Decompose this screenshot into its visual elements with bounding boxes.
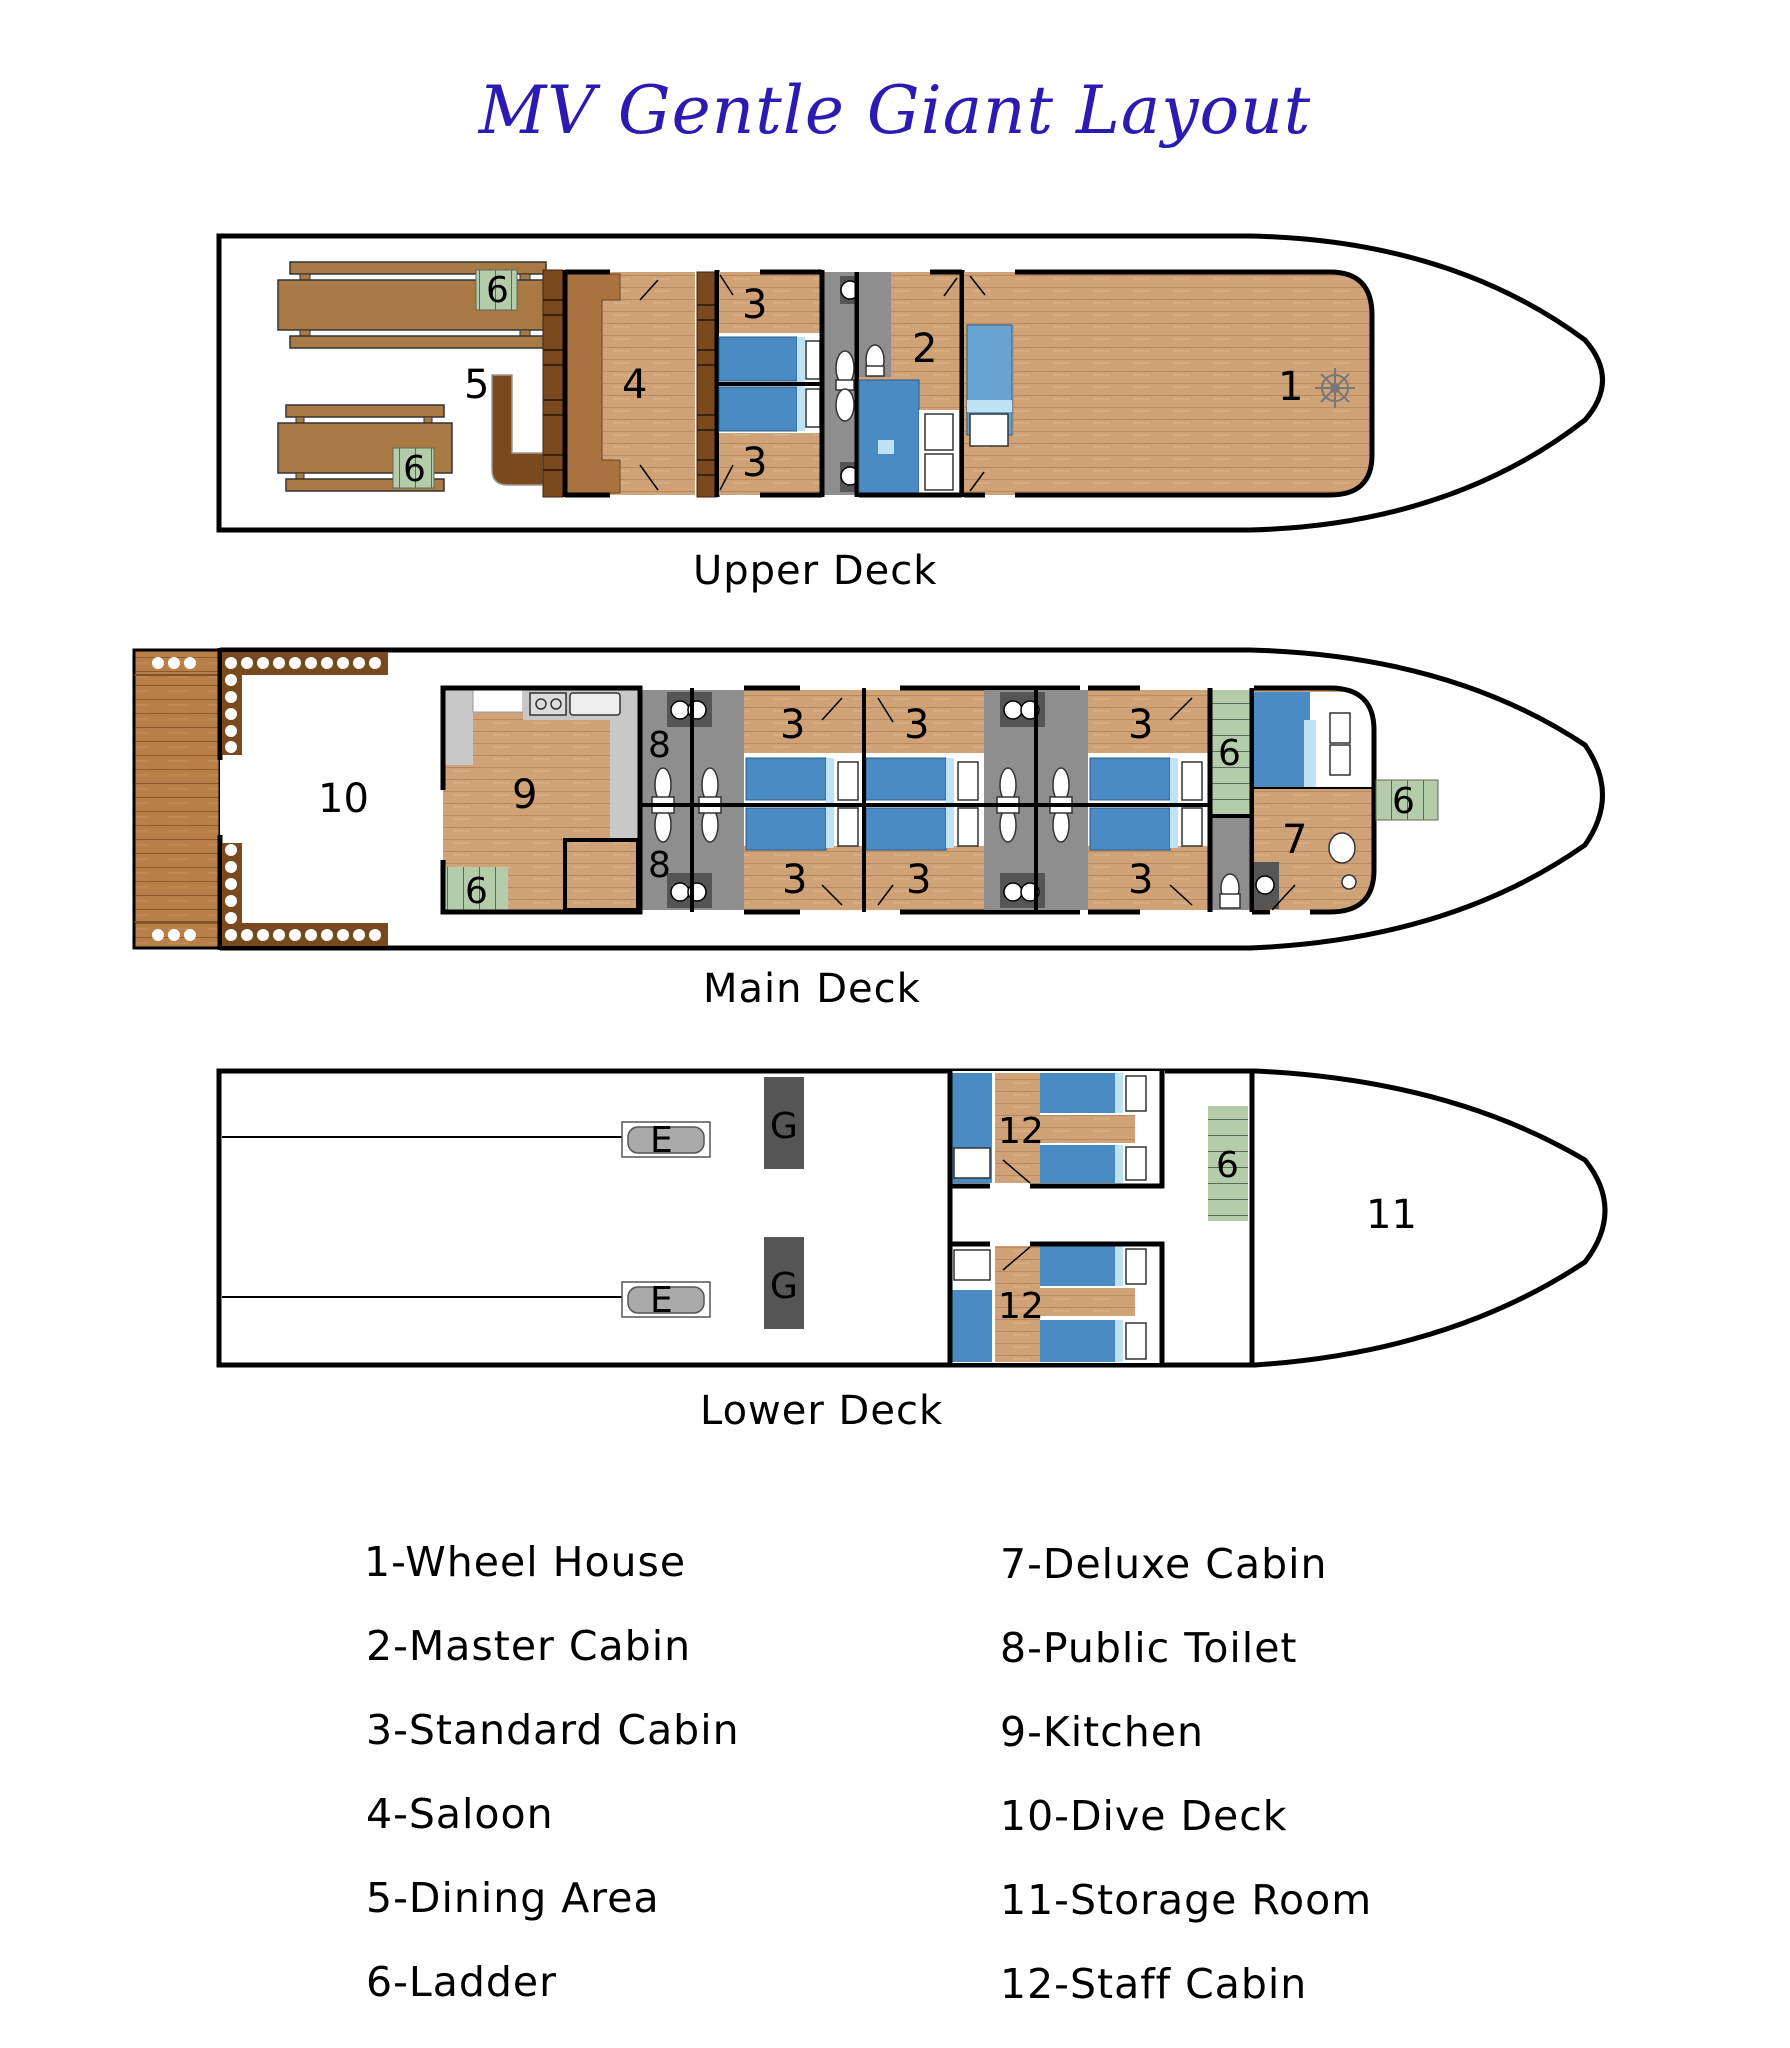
generator-icon [764,1077,804,1169]
ladder-icon [1208,1106,1248,1221]
room-12-label: 12 [998,1286,1044,1327]
upper-deck-label: Upper Deck [693,548,938,594]
room-1-label: 1 [1278,364,1303,410]
svg-text:6: 6 [1216,1145,1239,1186]
room-3-label: 3 [1128,702,1153,748]
svg-text:6: 6 [403,449,426,490]
ship-wheel-icon [1315,368,1355,408]
svg-text:G: G [770,1106,798,1147]
legend-item: 8-Public Toilet [1000,1624,1298,1672]
room-9-label: 9 [512,772,537,818]
dining-table-1 [277,261,559,349]
ladder-icon [392,447,435,489]
svg-text:6: 6 [486,270,509,311]
room-8-label: 8 [648,725,671,766]
standard-cabins-main: 3 3 3 3 3 3 [744,685,1210,915]
ladder-icon [443,867,508,910]
room-3-label: 3 [904,702,929,748]
legend-item: 1-Wheel House [364,1538,687,1586]
legend-item: 5-Dining Area [366,1874,660,1922]
room-12-staff-cabin-bottom: 12 [947,1241,1165,1365]
upper-deck: 5 6 6 4 [216,233,1605,533]
dining-table-2 [277,404,453,492]
bed [858,379,920,494]
sink-icon [569,692,621,716]
room-8-label: 8 [648,845,671,886]
ladder-icon [1210,690,1250,815]
lower-deck-hull [216,1068,1608,1368]
generator-icon [764,1237,804,1329]
ladder-icon [475,269,518,311]
room-1-wheel-house [964,272,1372,495]
room-3-label: 3 [906,857,931,903]
legend-item: 4-Saloon [366,1790,554,1838]
room-3-label: 3 [780,702,805,748]
legend-item: 7-Deluxe Cabin [1000,1540,1328,1588]
room-12-staff-cabin-top: 12 [947,1071,1165,1189]
dive-platform [132,648,222,950]
legend-item: 11-Storage Room [1000,1876,1373,1924]
room-2-label: 2 [912,326,937,372]
room-4-saloon-label: 4 [622,362,647,408]
legend-item: 3-Standard Cabin [366,1706,740,1754]
room-3-label: 3 [742,440,767,486]
page-title: MV Gentle Giant Layout [478,72,1312,149]
legend-item: 9-Kitchen [1000,1708,1204,1756]
lower-deck-label: Lower Deck [700,1388,944,1434]
bed [718,336,798,382]
room-10-dive-deck-label: 10 [318,776,369,822]
svg-text:G: G [770,1266,798,1307]
svg-text:6: 6 [1218,733,1241,774]
room-3-label: 3 [742,282,767,328]
room-12-label: 12 [998,1111,1044,1152]
ladder-icon [1375,779,1439,821]
svg-text:E: E [650,1120,673,1161]
room-5-dining-label: 5 [464,362,489,408]
svg-text:6: 6 [1392,781,1415,822]
engine-icon [627,1126,705,1154]
svg-text:E: E [650,1280,673,1321]
lower-deck: E E G G 12 [216,1068,1608,1368]
bar-counter [491,374,544,486]
legend-item: 2-Master Cabin [366,1622,692,1670]
legend-item: 6-Ladder [366,1958,557,2006]
legend-item: 12-Staff Cabin [1000,1960,1308,2008]
bed [718,386,798,432]
legend-item: 10-Dive Deck [1000,1792,1288,1840]
svg-text:6: 6 [465,871,488,912]
room-11-storage-label: 11 [1366,1192,1417,1238]
engine-icon [627,1286,705,1314]
room-3-label: 3 [1128,857,1153,903]
main-deck: 10 6 9 8 8 [132,647,1605,951]
room-3-label: 3 [782,857,807,903]
main-deck-label: Main Deck [703,966,921,1012]
room-7-label: 7 [1282,817,1307,863]
